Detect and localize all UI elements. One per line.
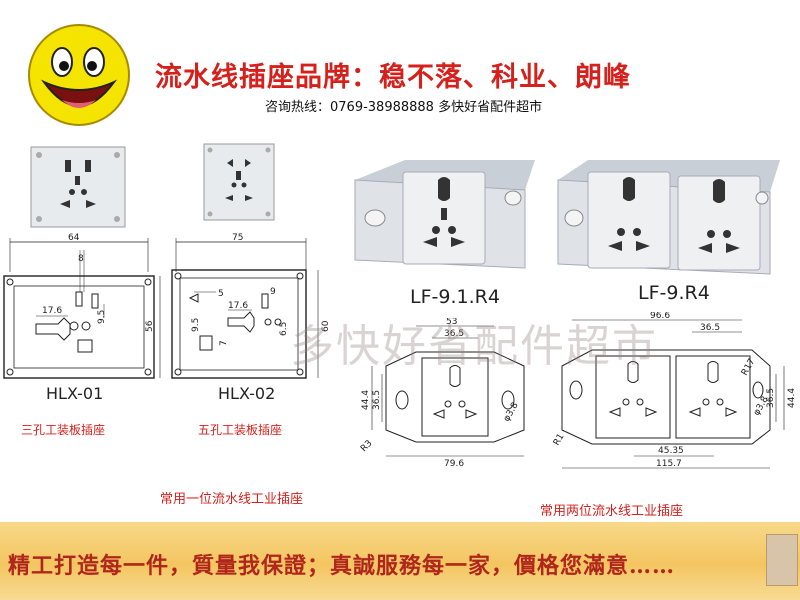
hlx01-dim-d2: 17.6: [42, 306, 62, 316]
lf9-dim-d4: 36.5: [766, 388, 776, 408]
lf9-dim-d5: 44.4: [787, 388, 797, 408]
hotline-text: 咨询热线：0769-38988888 多快好省配件超市: [265, 100, 543, 115]
smiley-face-icon: [28, 24, 130, 126]
lf9-model-label: LF-9.R4: [638, 282, 710, 304]
hlx02-model-label: HLX-02: [218, 384, 276, 403]
hlx01-panel-photo: [30, 146, 126, 228]
footer-slogan: 精工打造每一件，質量我保證；真誠服務每一家，價格您滿意……: [8, 553, 676, 579]
lf9-socket-photo: [557, 160, 780, 275]
hlx01-dimension-drawing: 64 8 17.6 9.5 56: [3, 233, 161, 379]
hlx01-height-dim: 56: [145, 320, 155, 332]
lf91-dim-d6: 79.6: [444, 459, 464, 468]
hlx02-dim-d4: 9.5: [191, 318, 201, 332]
hlx02-dim-d2: 17.6: [228, 301, 248, 311]
single-socket-caption: 常用一位流水线工业插座: [160, 492, 304, 507]
hlx02-caption: 五孔工装板插座: [198, 423, 283, 437]
lf91-dim-d7: φ3.8: [502, 401, 521, 424]
lf9-dim-d7: 45.35: [658, 446, 684, 456]
lf91-socket-photo: [354, 160, 535, 269]
lf9-dim-d2: 36.5: [700, 323, 720, 333]
hlx02-dimension-drawing: 75 5 17.6 9 9.5 7 6.5 60: [171, 233, 331, 379]
hlx02-dim-d5: 7: [219, 340, 229, 346]
lf9-dimension-drawing: 96.6 36.5 R17 36.5 44.4 R1 45.35 115.7 φ…: [552, 312, 797, 469]
person-photo: [766, 534, 798, 586]
hlx02-width-dim: 75: [232, 233, 243, 243]
footer-banner: [0, 522, 800, 600]
lf9-dim-d8: 115.7: [656, 459, 682, 469]
page-title: 流水线插座品牌：稳不落、科业、朗峰: [155, 62, 631, 93]
lf91-model-label: LF-9.1.R4: [410, 286, 500, 308]
hlx01-caption: 三孔工装板插座: [21, 423, 106, 437]
double-socket-caption: 常用两位流水线工业插座: [540, 504, 684, 519]
hlx02-dim-d1: 5: [218, 289, 224, 299]
hlx01-dim-d1: 8: [78, 254, 84, 264]
lf91-dimension-drawing: 53 36.5 44.4 36.5 R3 79.6 φ3.8: [359, 318, 525, 468]
lf91-dim-d3: 44.4: [361, 390, 371, 410]
hlx02-panel-photo: [203, 143, 275, 221]
hlx02-dim-d6: 6.5: [279, 322, 289, 336]
hlx01-model-label: HLX-01: [46, 384, 104, 403]
lf9-dim-d3: R17: [740, 357, 758, 377]
watermark-text: 多快好省配件超市: [290, 321, 658, 372]
hlx02-height-dim: 60: [321, 320, 331, 332]
lf91-dim-d5: R3: [359, 439, 375, 455]
lf9-dim-d1: 96.6: [650, 312, 670, 321]
hlx02-dim-d3: 9: [270, 287, 276, 297]
hlx01-dim-d3: 9.5: [97, 310, 107, 324]
lf91-dim-d2: 36.5: [444, 329, 464, 339]
lf91-dim-d4: 36.5: [372, 390, 382, 410]
lf91-dim-d1: 53: [446, 318, 457, 327]
hlx01-width-dim: 64: [68, 233, 80, 243]
lf9-dim-d6: R1: [552, 432, 567, 447]
